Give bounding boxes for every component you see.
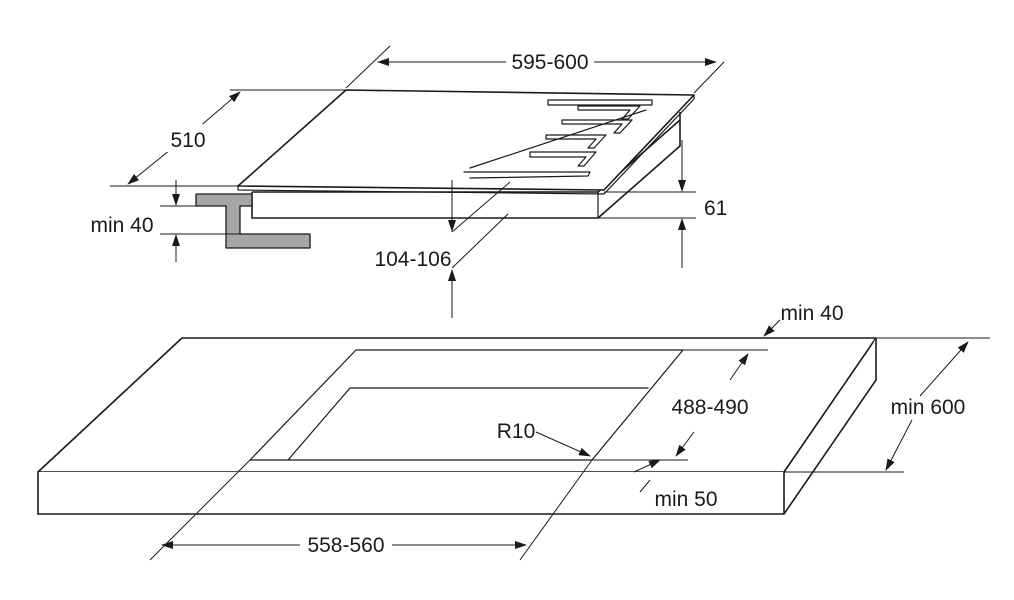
label-clearance-bottom: 104-106: [374, 248, 451, 271]
worktop-front-edge: [37, 472, 785, 515]
dim-clearance-bottom: 104-106: [374, 180, 511, 318]
dim-min-front: min 50: [633, 459, 718, 511]
worktop-slab: [37, 337, 877, 473]
label-hob-depth: 510: [170, 129, 205, 152]
dim-min-back: min 40: [683, 302, 990, 351]
worktop-side-edge: [783, 338, 877, 515]
worktop-drawing: [37, 337, 877, 515]
label-min-front: min 50: [654, 488, 717, 511]
label-cutout-depth: 488-490: [671, 396, 748, 419]
dim-corner-radius: R10: [497, 420, 591, 457]
dim-hob-depth: 510: [110, 89, 346, 187]
dim-hob-height: 61: [598, 140, 727, 268]
label-hob-height: 61: [704, 197, 727, 220]
label-min-worktop-depth: min 600: [891, 396, 966, 419]
label-min-top-clearance: min 40: [90, 214, 153, 237]
label-corner-radius: R10: [497, 420, 536, 443]
label-cutout-width: 558-560: [307, 534, 384, 557]
label-min-back: min 40: [780, 302, 843, 325]
dim-cutout-depth: 488-490: [592, 353, 749, 461]
dim-cutout-width: 558-560: [149, 459, 593, 561]
control-knobs: [463, 99, 653, 179]
dim-min-worktop-depth: min 600: [784, 341, 969, 473]
label-hob-width: 595-600: [511, 51, 588, 74]
dim-min-top-clearance: min 40: [90, 180, 240, 262]
hob-drawing: [237, 89, 695, 219]
dim-hob-width: 595-600: [345, 45, 725, 94]
